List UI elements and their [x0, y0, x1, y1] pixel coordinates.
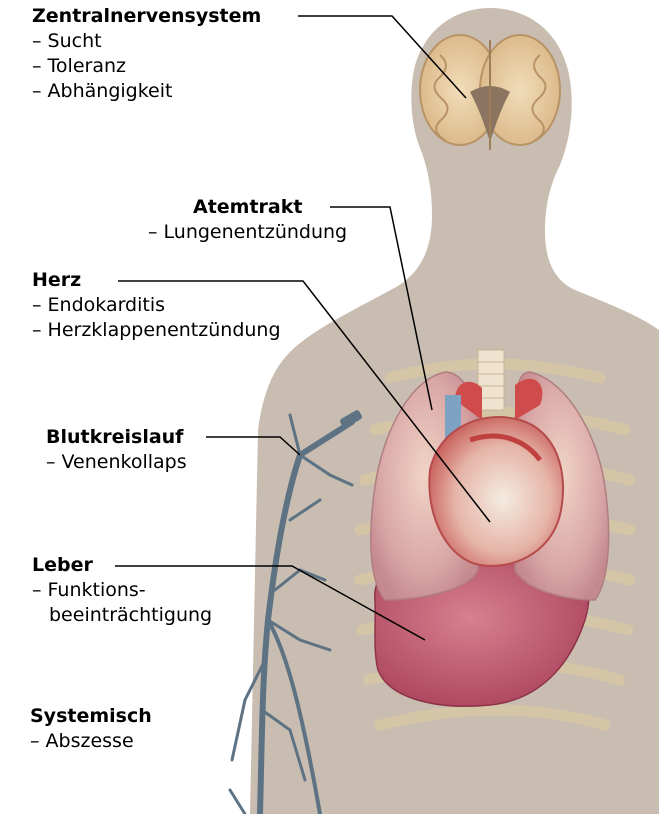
label-liver-item-1: – Funktions- [32, 578, 212, 603]
label-systemic: Systemisch – Abszesse [30, 704, 152, 754]
label-cns-item-2: – Toleranz [32, 54, 261, 79]
label-liver-item-2: beeinträchtigung [32, 603, 212, 628]
label-circulation-title: Blutkreislauf [46, 425, 187, 450]
label-circulation: Blutkreislauf – Venenkollaps [46, 425, 187, 475]
label-liver: Leber – Funktions- beeinträchtigung [32, 553, 212, 628]
label-cns: Zentralnervensystem – Sucht – Toleranz –… [32, 4, 261, 104]
label-respiratory: Atemtrakt – Lungenentzündung [148, 195, 347, 245]
label-heart-item-1: – Endokarditis [32, 293, 281, 318]
label-liver-title: Leber [32, 553, 212, 578]
label-heart-item-2: – Herzklappenentzündung [32, 318, 281, 343]
label-heart: Herz – Endokarditis – Herzklappenentzünd… [32, 268, 281, 343]
label-heart-title: Herz [32, 268, 281, 293]
label-cns-title: Zentralnervensystem [32, 4, 261, 29]
label-cns-item-3: – Abhängigkeit [32, 79, 261, 104]
label-respiratory-title: Atemtrakt [148, 195, 347, 220]
label-cns-item-1: – Sucht [32, 29, 261, 54]
label-systemic-title: Systemisch [30, 704, 152, 729]
label-circulation-item-1: – Venenkollaps [46, 450, 187, 475]
label-respiratory-item-1: – Lungenentzündung [148, 220, 347, 245]
label-systemic-item-1: – Abszesse [30, 729, 152, 754]
brain [420, 35, 560, 150]
